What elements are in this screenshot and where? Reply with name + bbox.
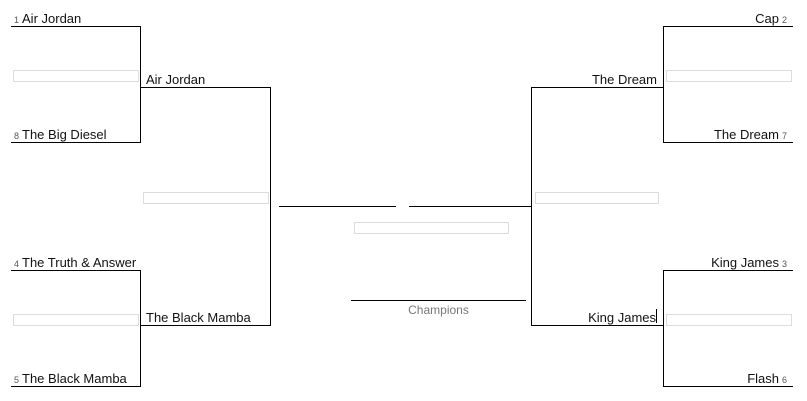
bracket-connector (531, 87, 532, 326)
team-name: The Black Mamba (22, 371, 127, 386)
seed-number: 1 (14, 15, 20, 25)
champions-label: Champions (408, 303, 469, 317)
team-name: The Dream (591, 72, 657, 87)
finalist-slot-left[interactable] (279, 206, 396, 207)
score-input-right-r2[interactable] (535, 192, 659, 204)
team-name: Air Jordan (22, 11, 82, 26)
score-input-right-r1-m2[interactable] (666, 314, 792, 326)
team-name: The Black Mamba (146, 310, 251, 325)
bracket-connector (140, 26, 141, 143)
seed-number: 2 (781, 15, 787, 25)
seed-number: 7 (781, 131, 787, 141)
bracket-line (663, 386, 793, 387)
seed-number: 3 (781, 259, 787, 269)
bracket-line (140, 87, 271, 88)
bracket-line (531, 87, 663, 88)
team-name: The Truth & Answer (22, 255, 137, 270)
champion-slot[interactable] (351, 300, 526, 301)
bracket-connector (663, 270, 664, 387)
finalist-slot-right[interactable] (409, 206, 531, 207)
text-cursor (656, 309, 657, 323)
bracket-line (663, 142, 793, 143)
team-name: King James (711, 255, 779, 270)
score-input-final[interactable] (354, 222, 509, 234)
bracket-line (140, 325, 271, 326)
team-name: Flash (747, 371, 779, 386)
team-name: Air Jordan (146, 72, 206, 87)
score-input-left-r1-m1[interactable] (13, 70, 139, 82)
bracket-line (11, 142, 141, 143)
team-name: Cap (755, 11, 779, 26)
seed-number: 5 (14, 375, 20, 385)
bracket-line (11, 270, 141, 271)
bracket-line (663, 26, 793, 27)
team-name: The Dream (713, 127, 779, 142)
bracket-connector (663, 26, 664, 143)
team-name: The Big Diesel (22, 127, 107, 142)
team-name: King James (588, 310, 656, 325)
team-slot-right-r2-1[interactable]: The Dream (592, 72, 657, 87)
team-slot-right-r2-2[interactable]: King James (588, 310, 656, 325)
seed-number: 8 (14, 131, 20, 141)
bracket-connector (140, 270, 141, 387)
team-slot-left-r2-1[interactable]: Air Jordan (146, 72, 205, 87)
score-input-left-r2[interactable] (143, 192, 269, 204)
bracket-line (11, 26, 141, 27)
bracket-connector (270, 87, 271, 326)
team-slot-left-r2-2[interactable]: The Black Mamba (146, 310, 251, 325)
bracket-line (531, 325, 663, 326)
bracket-line (11, 386, 141, 387)
score-input-left-r1-m2[interactable] (13, 314, 139, 326)
score-input-right-r1-m1[interactable] (666, 70, 792, 82)
seed-number: 4 (14, 259, 20, 269)
seed-number: 6 (781, 375, 787, 385)
bracket-line (663, 270, 793, 271)
